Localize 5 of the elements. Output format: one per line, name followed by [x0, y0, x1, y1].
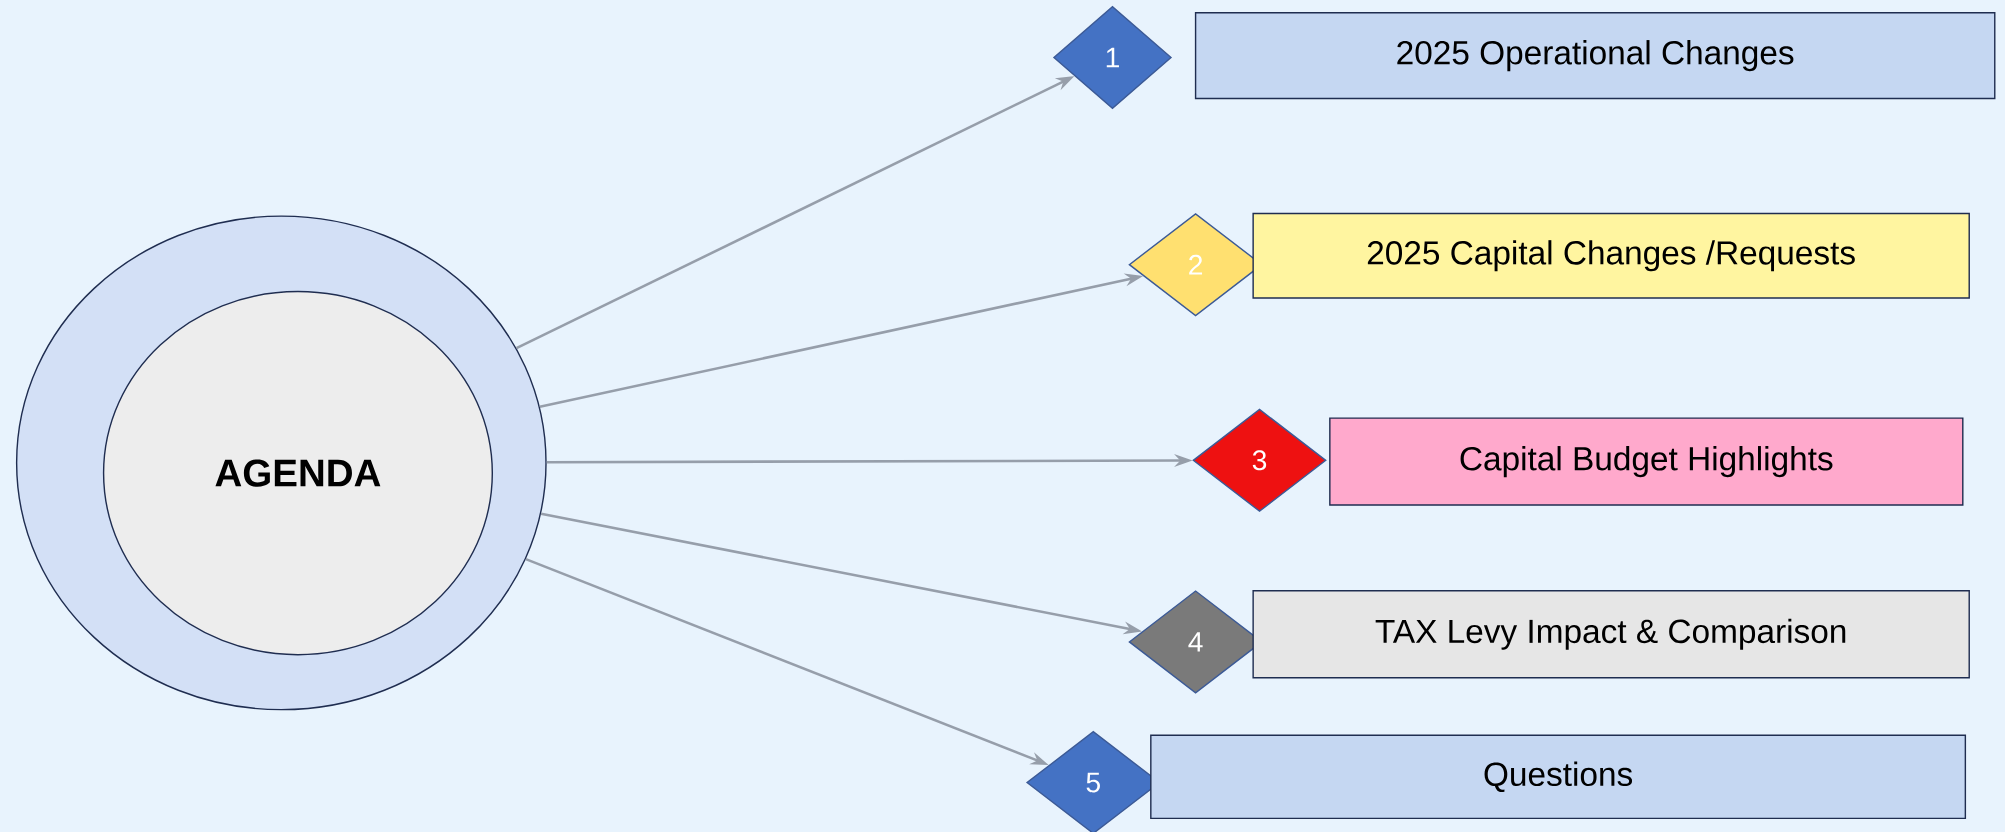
- agenda-item-box: TAX Levy Impact & Comparison: [1252, 589, 1970, 679]
- agenda-item-box: Questions: [1150, 734, 1967, 819]
- agenda-item-box: Capital Budget Highlights: [1329, 417, 1964, 506]
- agenda-item-box: 2025 Capital Changes /Requests: [1252, 212, 1970, 299]
- agenda-item-box: 2025 Operational Changes: [1194, 11, 1996, 99]
